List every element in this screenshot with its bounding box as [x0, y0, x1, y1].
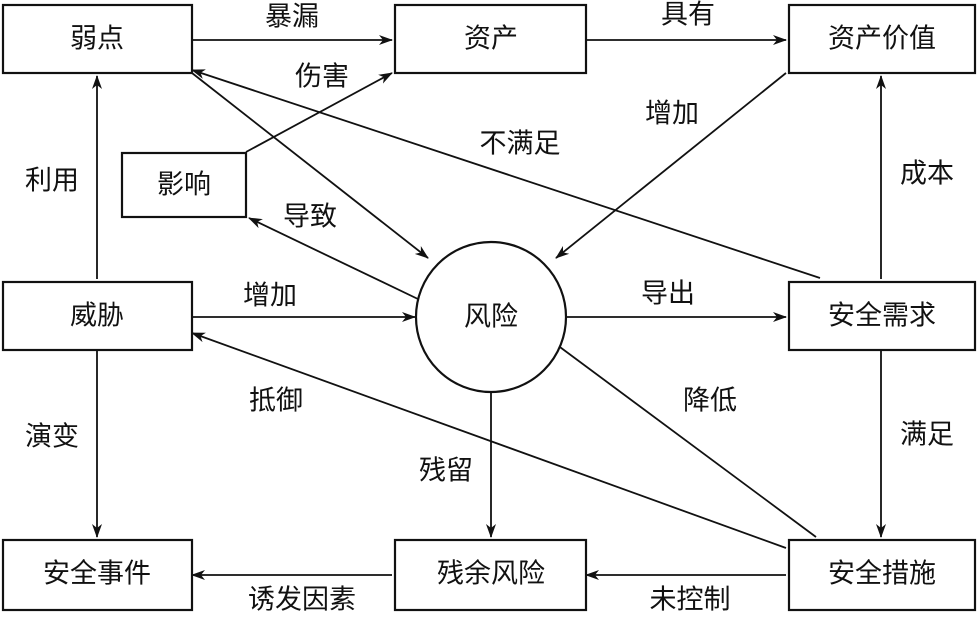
edge-label-cost: 成本 — [900, 159, 954, 190]
edge-label-not-satisfy: 不满足 — [480, 129, 561, 160]
node-security-requirement: 安全需求 — [787, 280, 977, 352]
node-security-measure: 安全措施 — [787, 538, 977, 612]
node-label-security-requirement: 安全需求 — [828, 301, 936, 332]
edge-security-measure-to-risk — [540, 332, 817, 538]
edge-label-evolve: 演变 — [25, 422, 79, 453]
edge-label-harm: 伤害 — [295, 62, 349, 93]
edge-labels: 暴漏 具有 伤害 增加 不满足 利用 成本 导致 增加 导出 抵御 降低 演变 … — [25, 0, 954, 616]
node-label-asset-value: 资产价值 — [828, 24, 936, 55]
node-label-residual-risk: 残余风险 — [437, 559, 545, 590]
node-label-impact: 影响 — [157, 170, 211, 201]
node-asset: 资产 — [393, 3, 588, 75]
edge-label-reduce: 降低 — [683, 386, 737, 417]
edge-risk-to-impact — [248, 217, 421, 301]
edge-label-derive: 导出 — [641, 279, 695, 310]
nodes: 弱点 资产 资产价值 影响 威胁 风险 安全需求 安全事件 — [1, 3, 977, 612]
node-threat: 威胁 — [1, 280, 194, 352]
edge-label-expose: 暴漏 — [265, 2, 319, 33]
edge-label-increase-value: 增加 — [645, 99, 699, 130]
node-security-event: 安全事件 — [1, 538, 194, 612]
edge-security-requirement-to-weakness — [191, 69, 821, 279]
node-asset-value: 资产价值 — [787, 3, 977, 75]
edge-label-residual: 残留 — [419, 456, 473, 487]
edge-security-measure-to-threat — [191, 332, 787, 549]
edge-label-uncontrolled: 未控制 — [650, 585, 731, 616]
node-impact: 影响 — [120, 151, 248, 219]
node-weakness: 弱点 — [1, 3, 194, 75]
node-label-security-event: 安全事件 — [43, 559, 151, 590]
node-label-threat: 威胁 — [70, 301, 124, 332]
edge-label-cause: 导致 — [283, 202, 337, 233]
edge-asset-value-to-risk — [555, 72, 787, 259]
node-residual-risk: 残余风险 — [393, 538, 588, 612]
edge-weakness-to-risk — [191, 72, 429, 259]
edge-label-exploit: 利用 — [25, 166, 79, 197]
node-risk: 风险 — [414, 240, 568, 394]
edge-label-trigger-factor: 诱发因素 — [248, 585, 356, 616]
edge-label-have: 具有 — [661, 0, 715, 31]
edge-label-satisfy: 满足 — [900, 420, 954, 451]
node-label-weakness: 弱点 — [70, 24, 124, 55]
node-label-risk: 风险 — [464, 302, 518, 333]
edge-label-resist: 抵御 — [249, 386, 303, 417]
edge-label-increase-risk: 增加 — [243, 281, 297, 312]
node-label-security-measure: 安全措施 — [828, 559, 936, 590]
edges — [92, 35, 886, 580]
node-label-asset: 资产 — [464, 24, 518, 55]
